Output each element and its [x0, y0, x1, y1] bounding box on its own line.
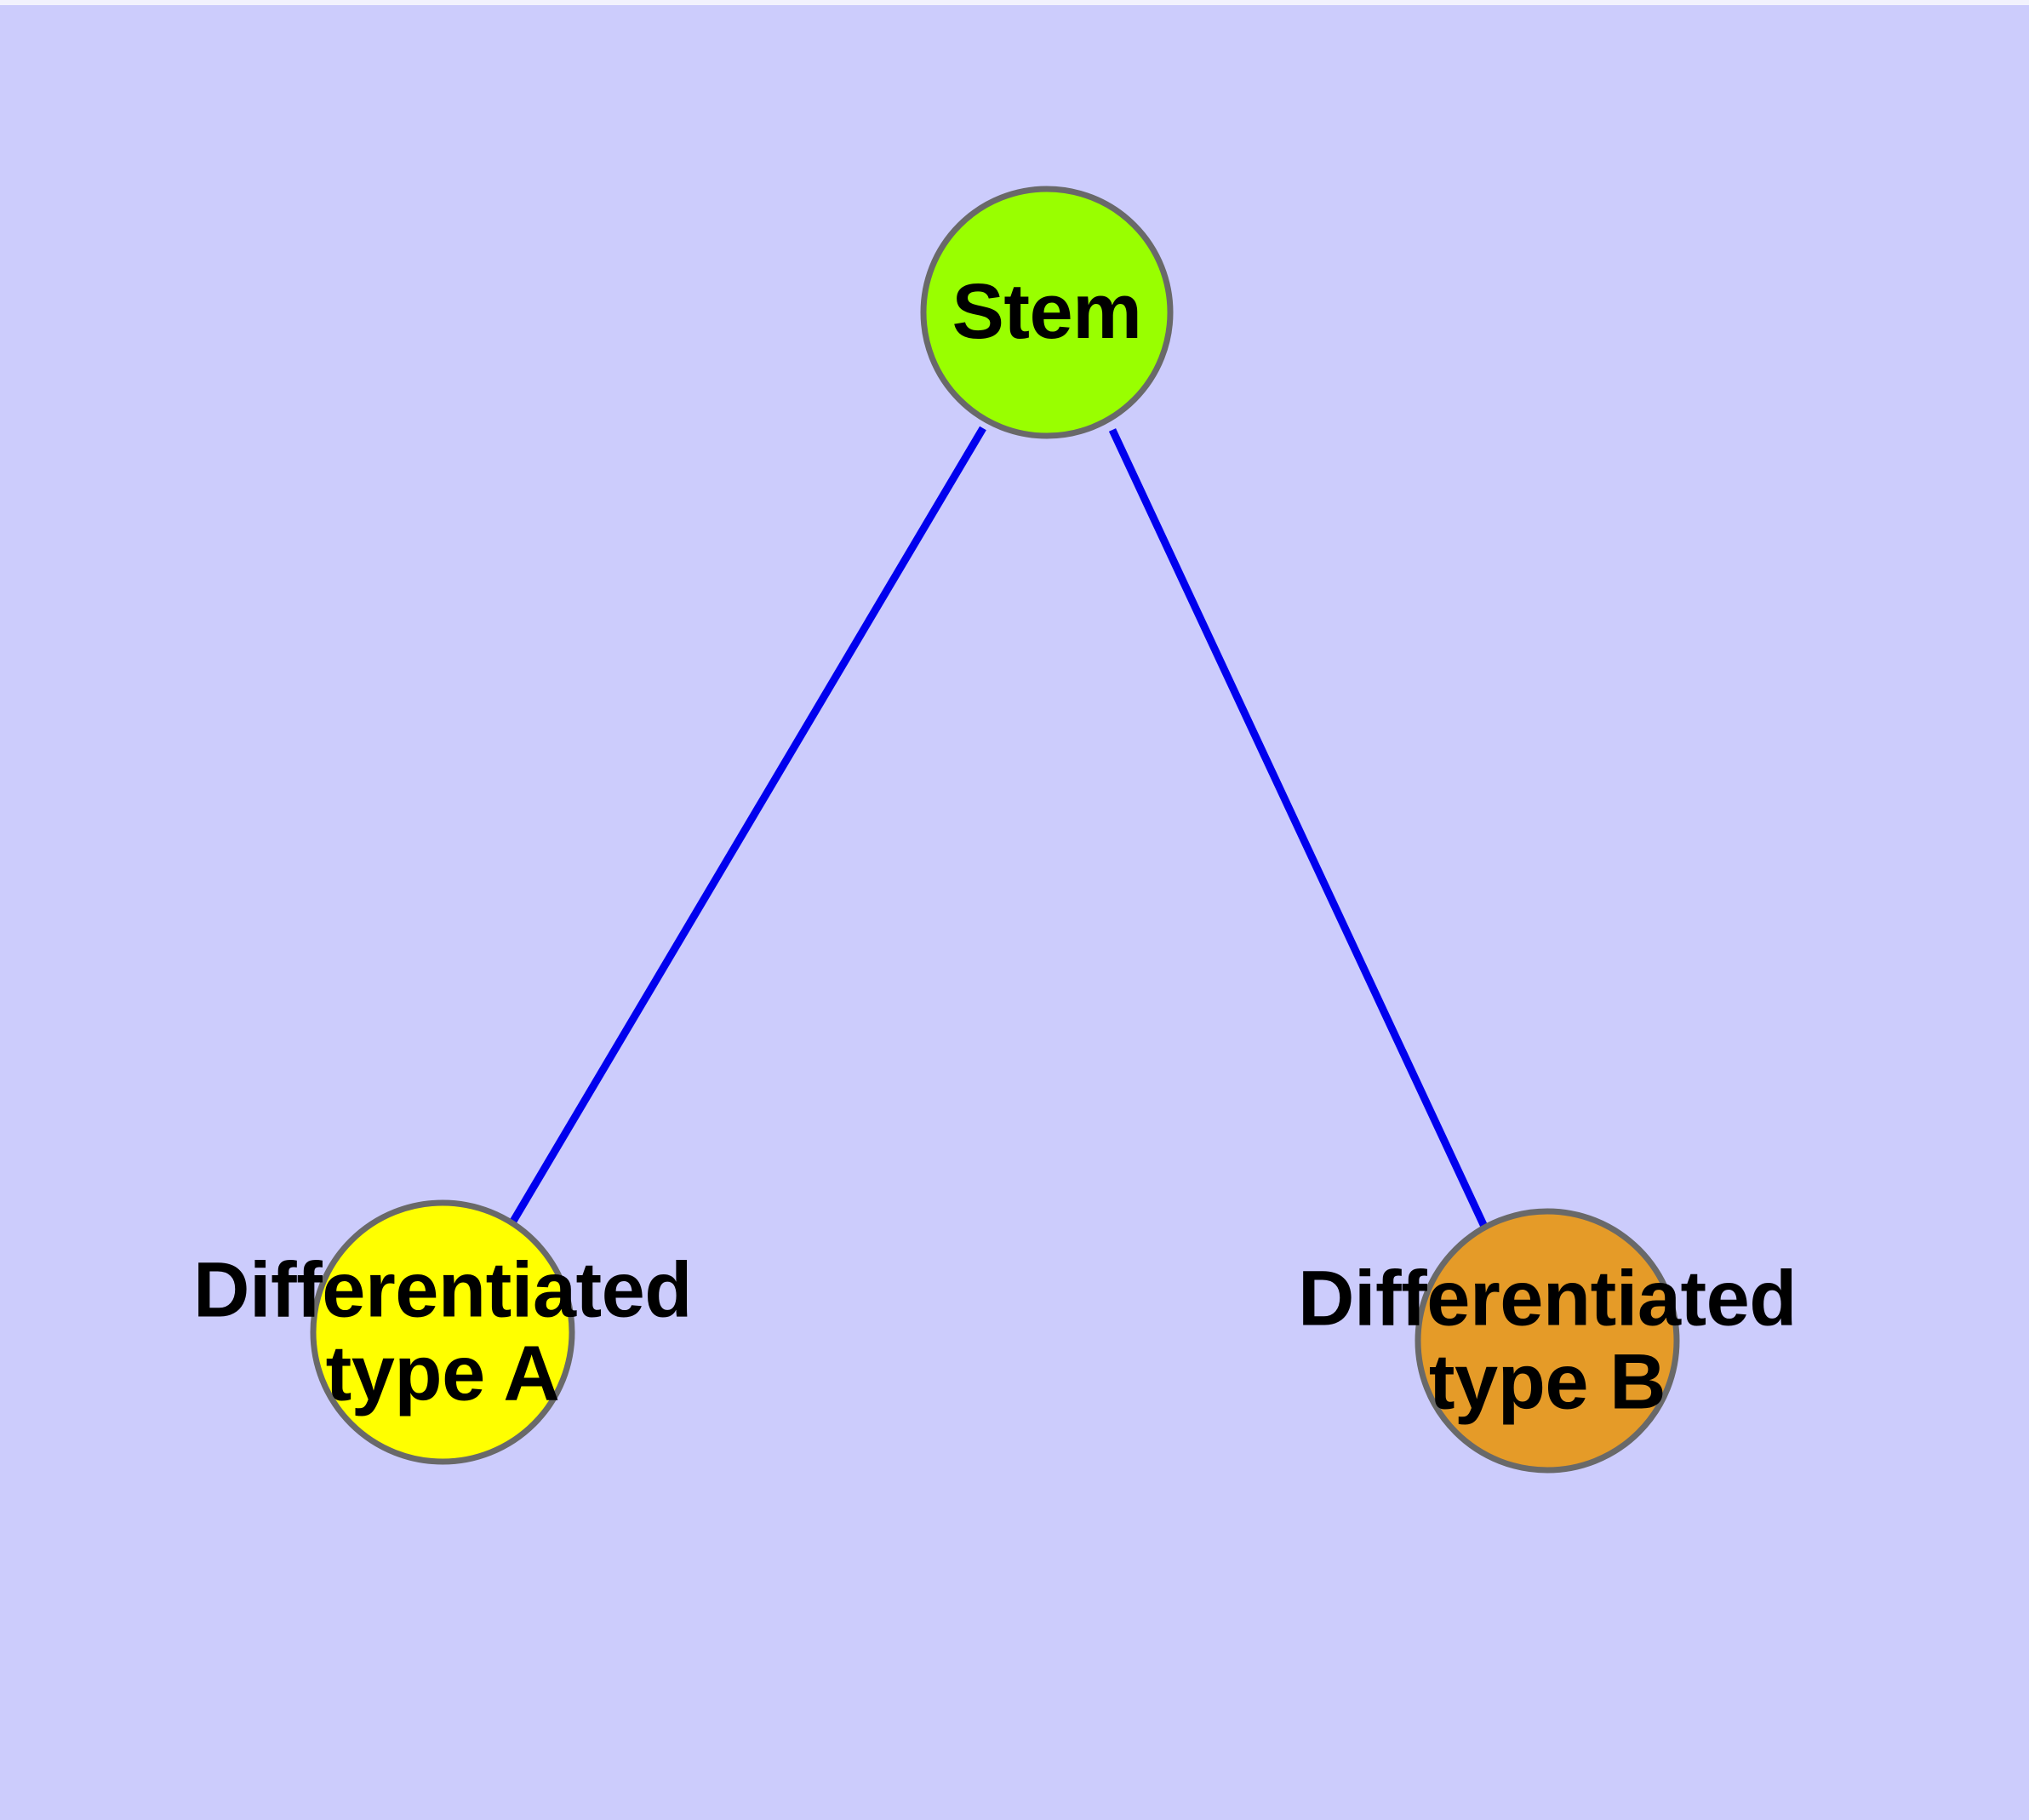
- node-circle-diff-b[interactable]: [1415, 1208, 1680, 1474]
- nodes-group: [310, 186, 1680, 1474]
- canvas-top-edge-strip: [0, 0, 2029, 5]
- edges-group: [508, 426, 1489, 1230]
- edge-stem-to-diff-b[interactable]: [1108, 428, 1489, 1230]
- node-circle-diff-a[interactable]: [310, 1199, 575, 1465]
- edge-stem-to-diff-a[interactable]: [508, 426, 986, 1227]
- node-circle-stem[interactable]: [920, 186, 1174, 439]
